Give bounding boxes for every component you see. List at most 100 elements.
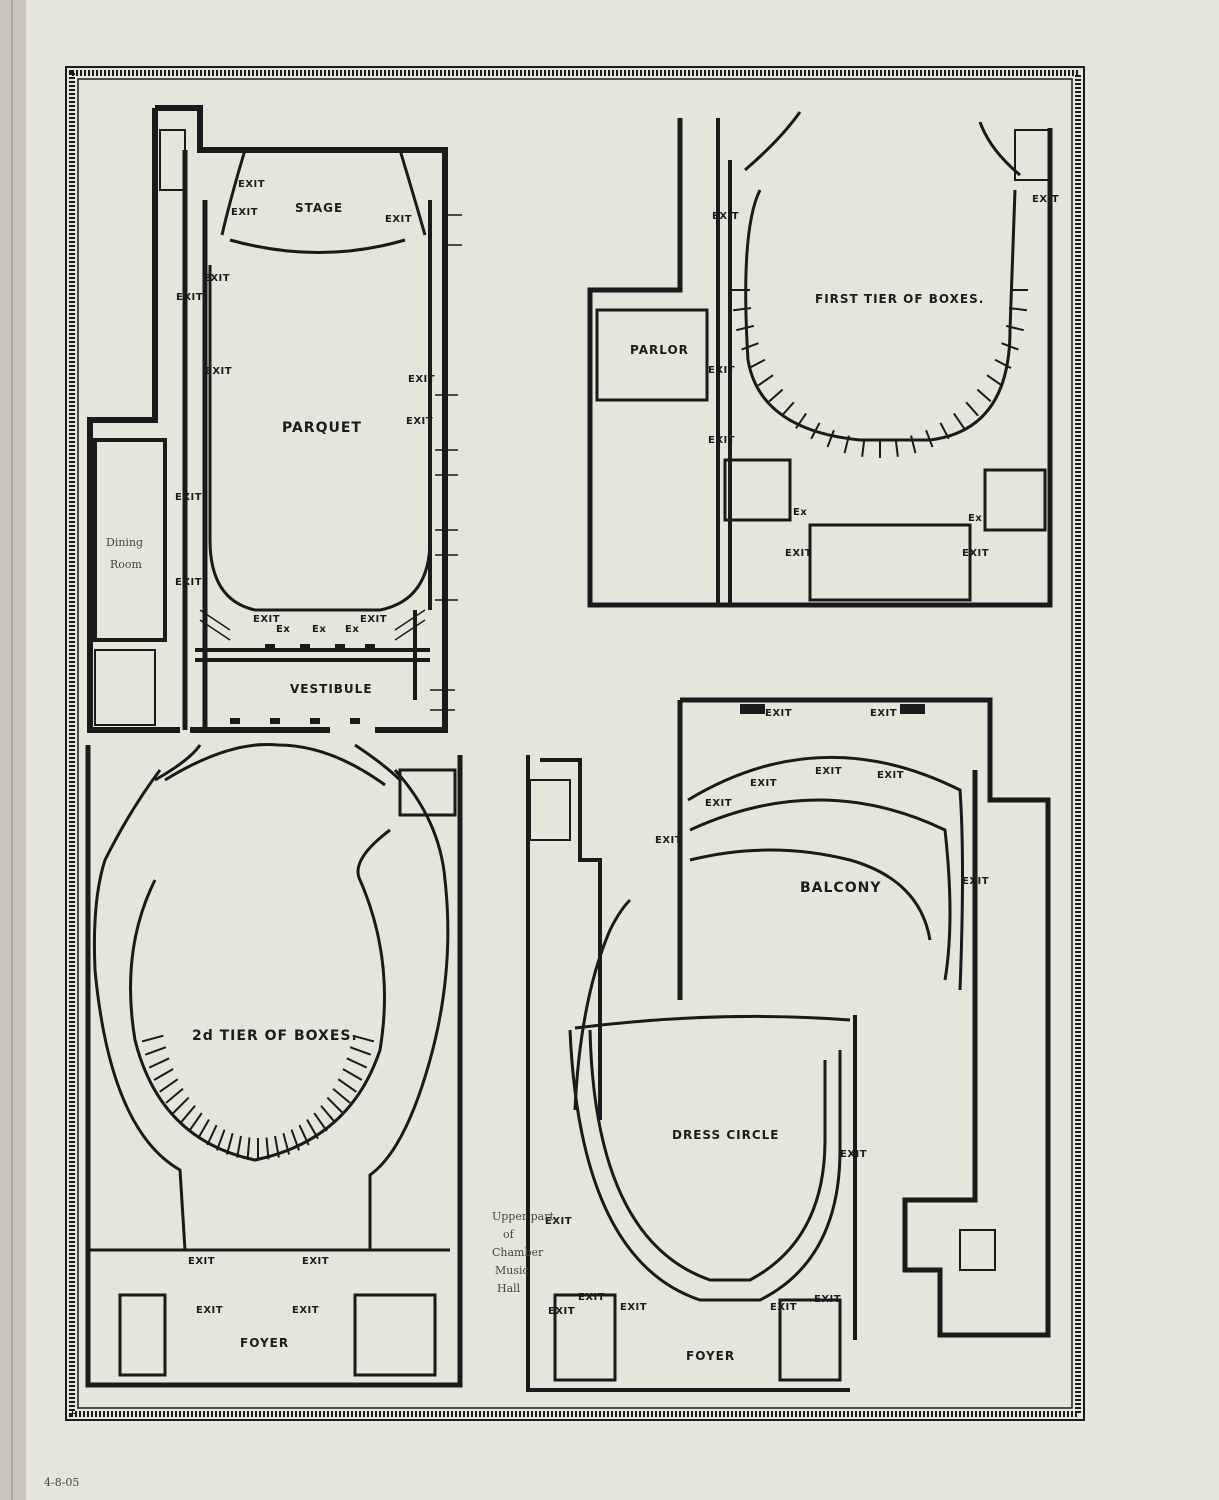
first-tier-box-mark (1005, 324, 1024, 332)
exit-label: EXIT (1032, 194, 1059, 205)
second-tier-box-mark (206, 1124, 218, 1146)
first-tier-box-mark (1001, 342, 1019, 351)
exit-label: EXIT (205, 366, 232, 377)
first-tier-box-mark (748, 358, 766, 369)
exit-label: EXIT (785, 548, 812, 559)
exit-label: EXIT (705, 798, 732, 809)
parquet-label: PARQUET (282, 420, 362, 436)
first-tier-box-mark (986, 374, 1003, 387)
first-tier-box-mark (781, 401, 795, 417)
second-tier-box-mark (320, 1105, 336, 1124)
first-tier-box-mark (994, 358, 1012, 369)
second-tier-box-mark (246, 1137, 251, 1160)
exit-label: EXIT (545, 1216, 572, 1227)
exit-label: EXIT (548, 1306, 575, 1317)
first-tier-title: FIRST TIER OF BOXES. (815, 292, 984, 306)
exit-label: EXIT (870, 708, 897, 719)
exit-label: EXIT (385, 214, 412, 225)
second-tier-box-mark (342, 1068, 363, 1081)
exit-label: EXIT (408, 374, 435, 385)
second-tier-box-mark (148, 1057, 170, 1069)
first-tier-box-mark (757, 374, 774, 387)
second-tier-plan (85, 742, 463, 1388)
margin-date-note: 4-8-05 (44, 1476, 79, 1489)
second-tier-box-mark (144, 1046, 167, 1056)
seat-marks (141, 289, 1028, 1160)
first-tier-box-mark (910, 435, 917, 454)
first-tier-box-mark (736, 324, 755, 332)
exit-label: EXIT (238, 179, 265, 190)
second-tier-box-mark (306, 1119, 319, 1140)
foyer-label: FOYER (686, 1349, 735, 1363)
second-tier-box-mark (337, 1078, 357, 1093)
vestibule-label: VESTIBULE (290, 682, 373, 696)
second-tier-box-mark (236, 1135, 242, 1158)
first-tier-box-mark (810, 422, 821, 440)
second-tier-box-mark (326, 1096, 344, 1114)
second-tier-box-mark (165, 1087, 184, 1104)
chamber-note-2: of (503, 1228, 515, 1241)
second-tier-box-mark (265, 1137, 270, 1160)
second-tier-box-mark (225, 1133, 234, 1155)
exit-label: EXIT (292, 1305, 319, 1316)
second-tier-box-mark (282, 1133, 291, 1155)
exit-label: EXIT (770, 1302, 797, 1313)
exit-label: EXIT (360, 614, 387, 625)
second-tier-box-mark (159, 1078, 179, 1093)
exit-label: EXIT (814, 1294, 841, 1305)
second-tier-box-mark (349, 1046, 372, 1056)
chamber-note-5: Hall (497, 1282, 521, 1295)
exit-label: EXIT (765, 708, 792, 719)
ex-label: Ex (276, 624, 290, 635)
first-tier-box-mark (939, 422, 950, 440)
exit-label: EXIT (231, 207, 258, 218)
first-tier-box-mark (976, 388, 992, 403)
first-tier-box-mark (732, 307, 752, 312)
chamber-note-1: Upper part (492, 1210, 554, 1223)
ex-label: Ex (312, 624, 326, 635)
exit-label: EXIT (708, 435, 735, 446)
second-tier-box-mark (141, 1034, 164, 1043)
first-tier-box-mark (843, 435, 850, 454)
dining-room-label-1: Dining (106, 536, 143, 549)
parlor-label: PARLOR (630, 343, 689, 357)
exit-label: EXIT (962, 548, 989, 559)
first-tier-box-mark (965, 401, 979, 417)
exit-label: EXIT (708, 365, 735, 376)
second-tier-box-mark (290, 1129, 300, 1151)
first-tier-box-mark (894, 438, 899, 457)
exit-label: EXIT (750, 778, 777, 789)
first-tier-box-mark (826, 429, 835, 448)
exit-label: EXIT (578, 1292, 605, 1303)
second-tier-title: 2d TIER OF BOXES. (192, 1028, 358, 1044)
exit-label: EXIT (175, 577, 202, 588)
second-tier-box-mark (332, 1087, 351, 1104)
exit-label: EXIT (620, 1302, 647, 1313)
second-tier-box-mark (197, 1119, 210, 1140)
exit-label: EXIT (302, 1256, 329, 1267)
stage-label: STAGE (295, 201, 343, 215)
exit-label: EXIT (406, 416, 433, 427)
first-tier-box-mark (1008, 307, 1028, 312)
first-tier-box-mark (861, 438, 866, 457)
exit-label: EXIT (203, 273, 230, 284)
exit-label: EXIT (175, 492, 202, 503)
first-tier-box-mark (741, 342, 759, 351)
balcony-dress-circle-plan (526, 697, 1051, 1392)
parquet-floor-plan (87, 105, 462, 733)
exit-label: EXIT (962, 876, 989, 887)
exit-label: EXIT (253, 614, 280, 625)
second-tier-box-mark (346, 1057, 368, 1069)
exit-label: EXIT (655, 835, 682, 846)
exit-label: EXIT (815, 766, 842, 777)
exit-label: EXIT (840, 1149, 867, 1160)
foyer-label: FOYER (240, 1336, 289, 1350)
first-tier-box-mark (768, 388, 784, 403)
page-border (65, 66, 1085, 1421)
second-tier-box-mark (180, 1105, 196, 1124)
exit-label: EXIT (176, 292, 203, 303)
second-tier-box-mark (313, 1112, 328, 1132)
first-tier-box-mark (795, 412, 807, 429)
ex-label: Ex (968, 513, 982, 524)
